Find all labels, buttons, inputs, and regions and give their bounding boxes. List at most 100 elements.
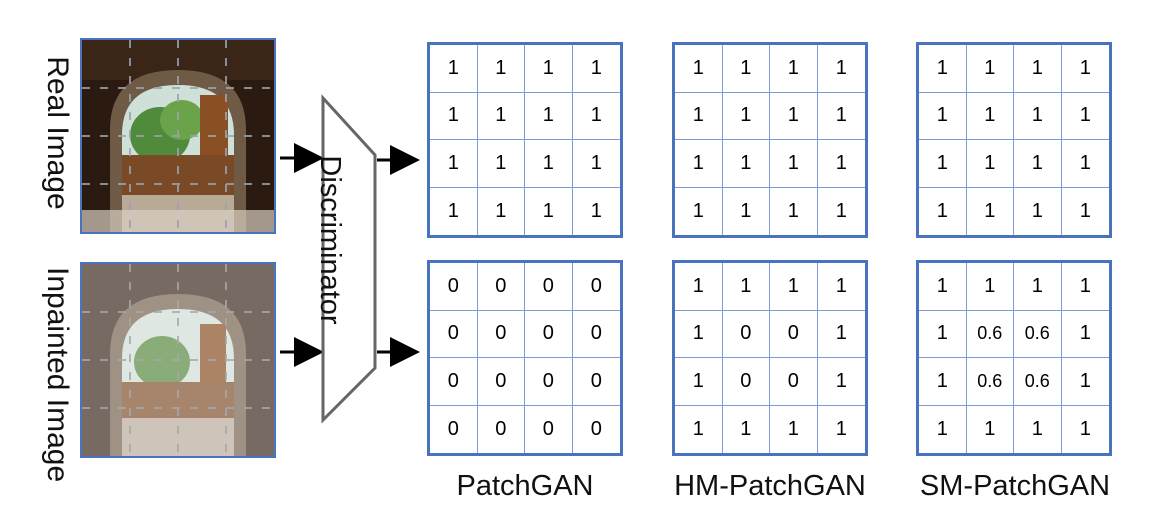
grid-cell: 0 bbox=[525, 263, 573, 311]
grid-cell: 1 bbox=[675, 358, 723, 406]
grid-cell: 1 bbox=[919, 358, 967, 406]
grid-cell: 1 bbox=[1014, 140, 1062, 188]
grid-cell: 0 bbox=[430, 405, 478, 453]
grid-cell: 1 bbox=[967, 187, 1014, 235]
grid-cell: 1 bbox=[478, 187, 525, 235]
grid-cell: 1 bbox=[1014, 45, 1062, 93]
grid-cell: 0 bbox=[477, 263, 525, 311]
grid-cell: 1 bbox=[1061, 93, 1109, 140]
grid-cell: 1 bbox=[525, 140, 573, 188]
grid-cell: 1 bbox=[1061, 45, 1109, 93]
grid-cell: 1 bbox=[770, 45, 818, 93]
grid-cell: 1 bbox=[770, 187, 818, 235]
grid-cell: 1 bbox=[919, 140, 967, 188]
grid-cell: 1 bbox=[675, 263, 723, 311]
grid-cell: 0 bbox=[770, 358, 818, 406]
grid-cell: 0 bbox=[572, 358, 620, 406]
grid-cell: 1 bbox=[835, 417, 847, 440]
grid-cell: 1 bbox=[1014, 263, 1062, 311]
grid-cell: 1 bbox=[919, 263, 967, 311]
grid-cell: 0 bbox=[477, 358, 525, 406]
grid-cell: 1 bbox=[1014, 92, 1062, 140]
real-image-label: Real Image bbox=[41, 56, 74, 210]
grid-cell: 1 bbox=[723, 405, 770, 453]
grid-cell: 1 bbox=[430, 140, 478, 188]
grid-cell: 1 bbox=[966, 45, 1014, 93]
grid-cell: 0.6 bbox=[1014, 358, 1062, 406]
grid-cell: 1 bbox=[966, 140, 1014, 188]
grid-cell: 0 bbox=[430, 310, 478, 358]
grid-cell: 1 bbox=[817, 45, 865, 93]
grid-cell: 0 bbox=[430, 263, 478, 311]
grid-cell: 1 bbox=[722, 140, 770, 188]
grid-cell: 1 bbox=[817, 93, 865, 140]
grid-cell: 1 bbox=[919, 187, 967, 235]
grid-cell: 1 bbox=[525, 92, 573, 140]
grid-cell: 1 bbox=[1079, 199, 1091, 222]
grid-cell: 1 bbox=[1079, 417, 1091, 440]
grid-cell: 1 bbox=[966, 263, 1014, 311]
sm-patchgan-caption: SM-PatchGAN bbox=[919, 470, 1111, 502]
grid-cell: 1 bbox=[1061, 358, 1109, 406]
grid-cell: 0 bbox=[477, 310, 525, 358]
grid-cell: 1 bbox=[919, 405, 967, 453]
grid-cell: 1 bbox=[919, 310, 967, 358]
grid-cell: 1 bbox=[722, 263, 770, 311]
grid-cell: 0 bbox=[590, 417, 602, 440]
archway-photo-graphic bbox=[82, 40, 274, 232]
grid-cell: 1 bbox=[835, 199, 847, 222]
grid-cell: 0 bbox=[572, 311, 620, 358]
grid-cell: 1 bbox=[675, 187, 723, 235]
grid-cell: 1 bbox=[722, 92, 770, 140]
grid-cell: 1 bbox=[919, 92, 967, 140]
grid-cell: 1 bbox=[572, 140, 620, 188]
grid-cell: 0 bbox=[722, 358, 770, 406]
grid-cell: 1 bbox=[770, 140, 818, 188]
grid-cell: 1 bbox=[817, 311, 865, 358]
grid-cell: 1 bbox=[572, 45, 620, 93]
grid-cell: 0 bbox=[572, 263, 620, 311]
inpainted-image-photo bbox=[80, 262, 276, 458]
grid-cell: 1 bbox=[675, 310, 723, 358]
grid-cell: 1 bbox=[1014, 187, 1062, 235]
grid-cell: 0 bbox=[430, 358, 478, 406]
grid-cell: 1 bbox=[477, 140, 525, 188]
grid-cell: 1 bbox=[770, 405, 818, 453]
inpainted-photo-graphic bbox=[82, 264, 274, 456]
grid-cell: 0.6 bbox=[1014, 310, 1062, 358]
grid-cell: 1 bbox=[1061, 140, 1109, 188]
grid-cell: 0 bbox=[525, 358, 573, 406]
grid-cell: 1 bbox=[430, 187, 478, 235]
patchgan-caption: PatchGAN bbox=[456, 470, 594, 502]
grid-cell: 1 bbox=[722, 45, 770, 93]
grid-cell: 1 bbox=[675, 140, 723, 188]
grid-cell: 0.6 bbox=[966, 358, 1014, 406]
grid-cell: 1 bbox=[572, 93, 620, 140]
grid-cell: 1 bbox=[770, 92, 818, 140]
grid-cell: 1 bbox=[590, 199, 602, 222]
grid-cell: 1 bbox=[430, 92, 478, 140]
grid-cell: 1 bbox=[675, 92, 723, 140]
grid-cell: 1 bbox=[477, 45, 525, 93]
grid-cell: 1 bbox=[477, 92, 525, 140]
inpainted-image-label: Inpainted Image bbox=[41, 267, 74, 483]
grid-cell: 1 bbox=[966, 92, 1014, 140]
grid-cell: 0 bbox=[478, 405, 525, 453]
grid-cell: 1 bbox=[1061, 263, 1109, 311]
grid-cell: 1 bbox=[1061, 311, 1109, 358]
grid-cell: 1 bbox=[675, 45, 723, 93]
grid-cell: 0 bbox=[770, 310, 818, 358]
grid-cell: 1 bbox=[817, 140, 865, 188]
grid-cell: 1 bbox=[675, 405, 723, 453]
grid-cell: 1 bbox=[723, 187, 770, 235]
grid-cell: 1 bbox=[1014, 405, 1062, 453]
real-image-photo bbox=[80, 38, 276, 234]
grid-cell: 0.6 bbox=[966, 310, 1014, 358]
grid-cell: 1 bbox=[817, 263, 865, 311]
grid-cell: 0 bbox=[722, 310, 770, 358]
